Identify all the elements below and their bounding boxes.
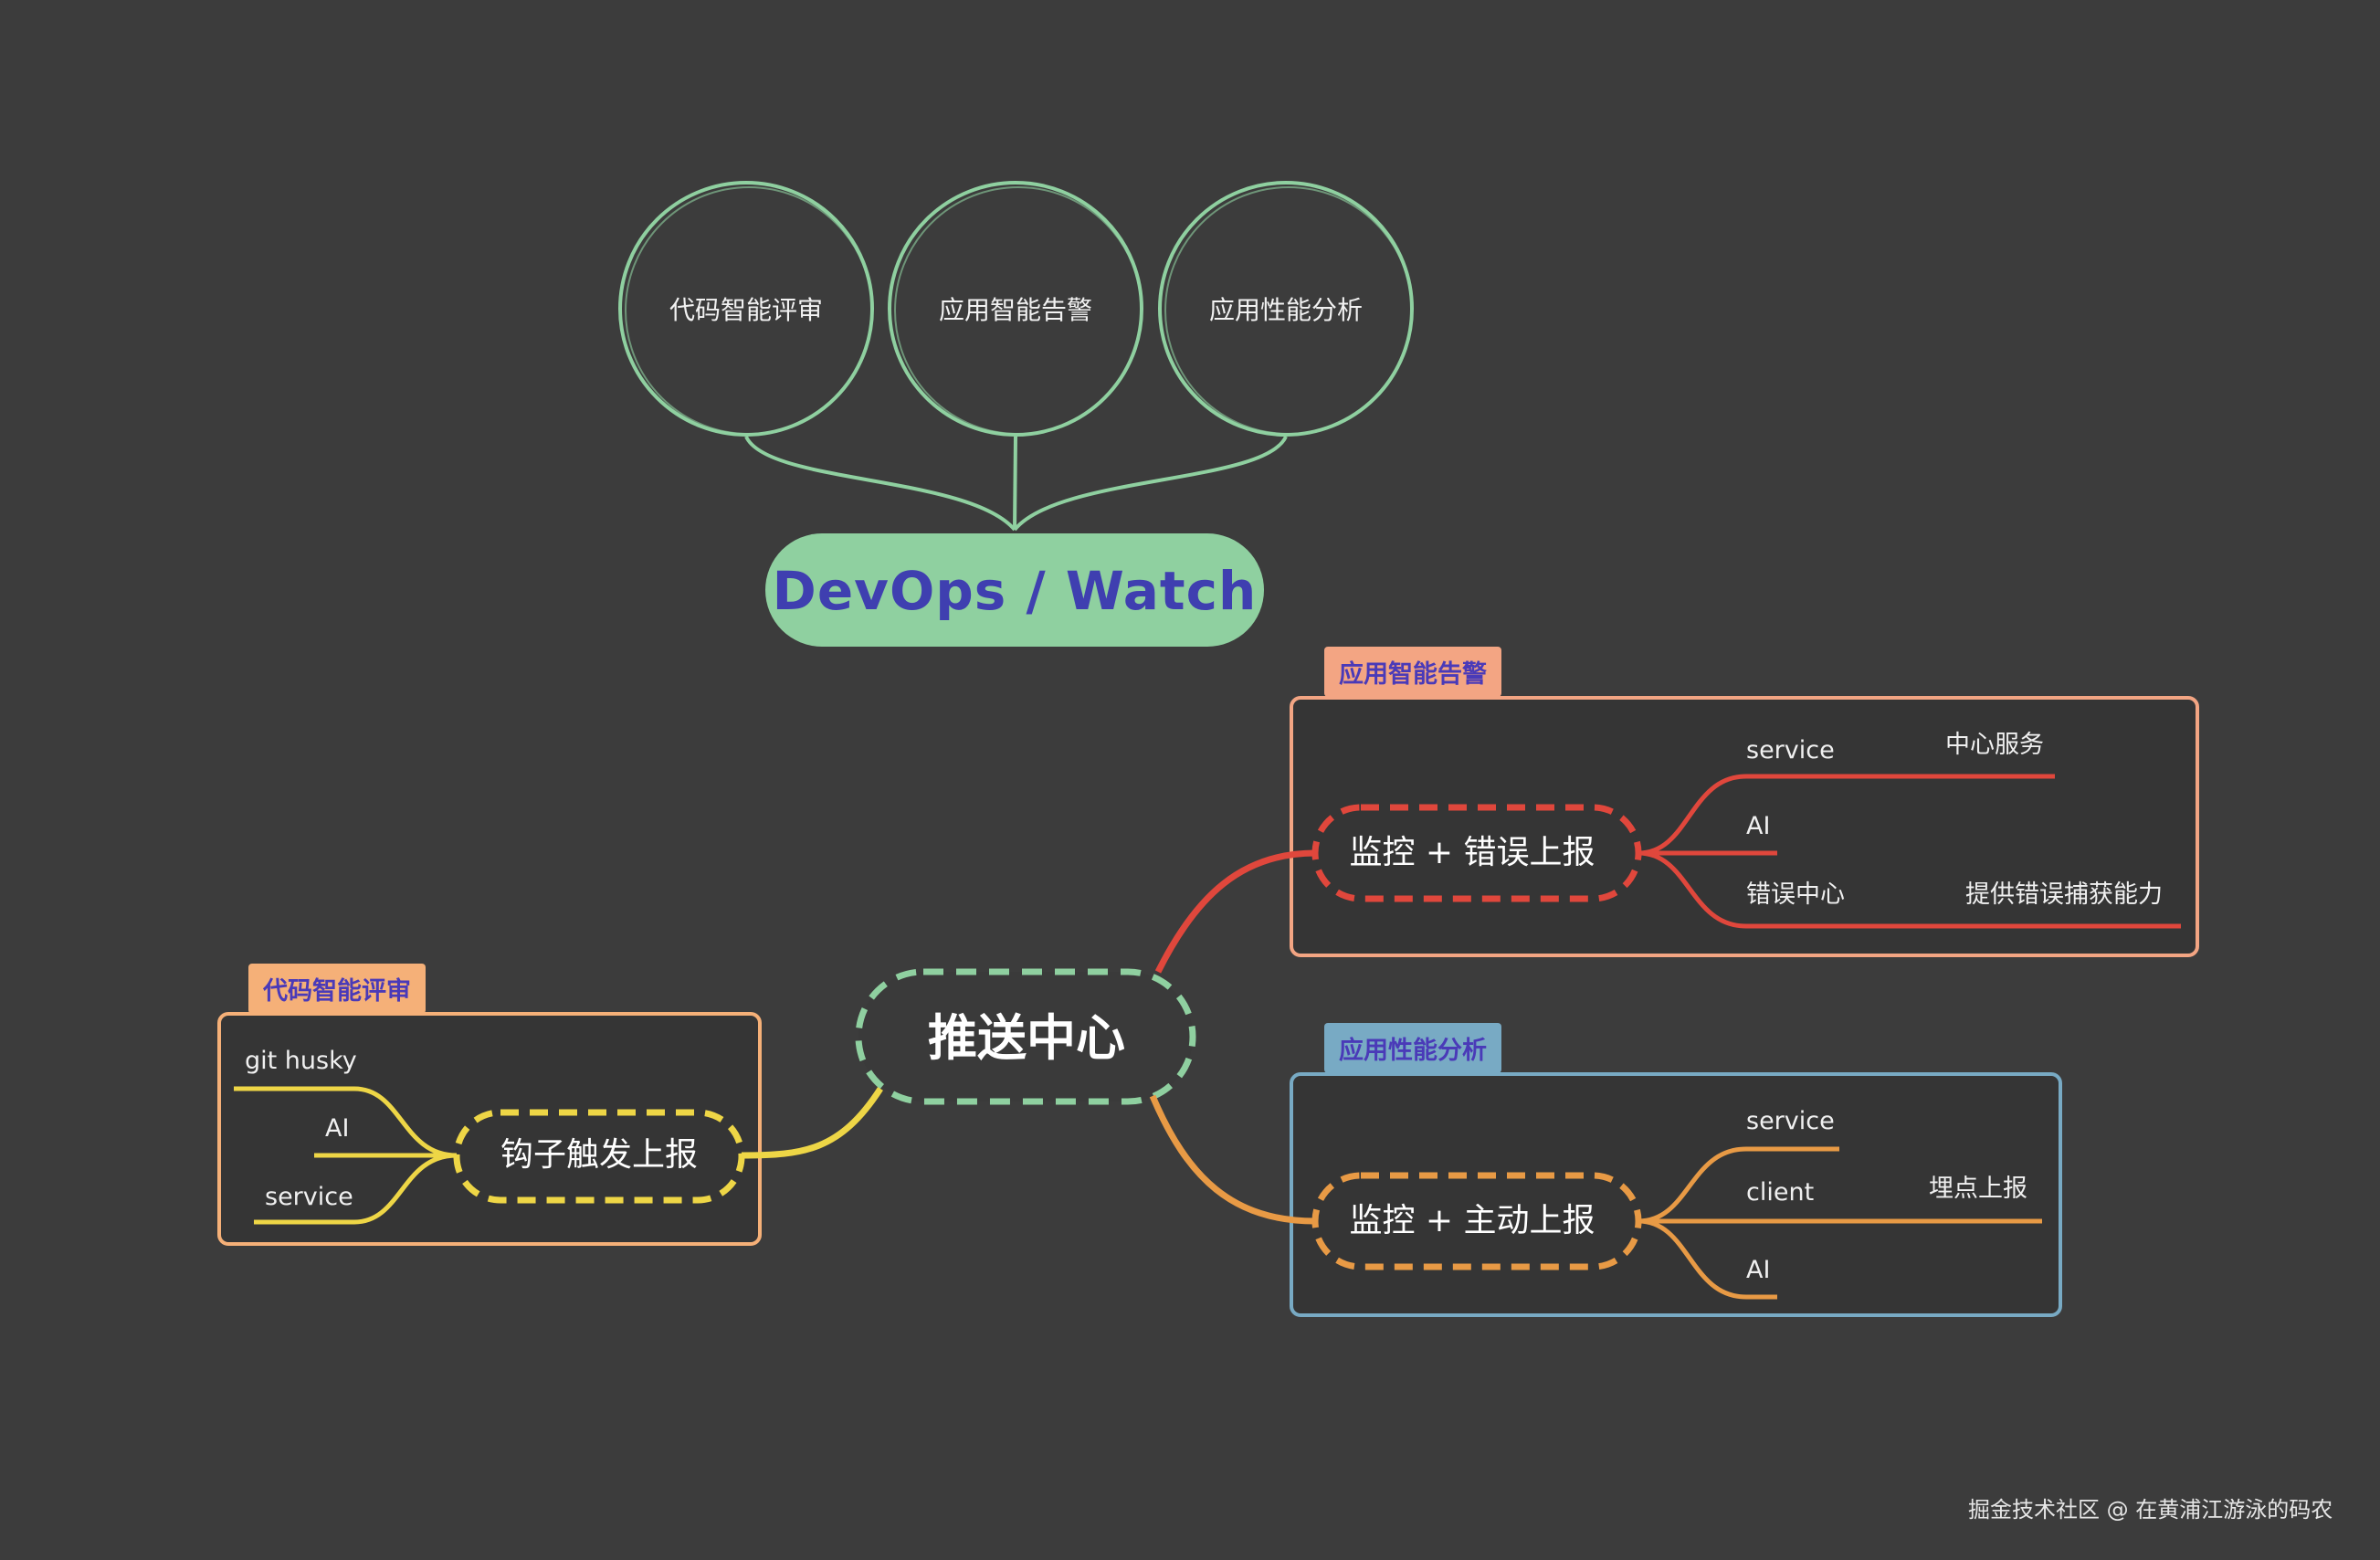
connector-circle-middle <box>1013 436 1017 531</box>
tag-code-review: 代码智能评审 <box>248 964 426 1014</box>
root-label: DevOps / Watch <box>772 560 1258 622</box>
circle-label-smart-alert: 应用智能告警 <box>938 295 1093 325</box>
connector-hub-review <box>741 1087 883 1159</box>
hub-pill <box>855 968 1196 1105</box>
connector-hub-alert <box>1154 849 1316 974</box>
hub-label: 推送中心 <box>928 1009 1125 1067</box>
leaf-alert-ai: AI <box>1746 812 1771 840</box>
tag-performance: 应用性能分析 <box>1324 1023 1501 1073</box>
leaf-review-git-husky: git husky <box>245 1047 357 1075</box>
tag-smart-alert: 应用智能告警 <box>1324 647 1501 697</box>
leaf-alert-error-center: 错误中心 <box>1746 880 1845 909</box>
leaf-perf-client-detail: 埋点上报 <box>1929 1175 2027 1203</box>
leaf-review-ai: AI <box>325 1114 350 1143</box>
node-hook-trigger-report: 钩子触发上报 <box>500 1136 699 1174</box>
circle-label-performance: 应用性能分析 <box>1208 295 1364 325</box>
leaf-alert-service: service <box>1746 736 1835 764</box>
leaf-perf-client: client <box>1746 1178 1815 1207</box>
node-monitor-active-report: 监控 + 主动上报 <box>1349 1202 1595 1239</box>
branch-review-service <box>254 1153 458 1225</box>
branch-alert-error-center <box>1638 850 2181 929</box>
leaf-perf-ai: AI <box>1746 1256 1771 1284</box>
circle-outline-sketch-1 <box>894 186 1143 435</box>
circle-label-code-review: 代码智能评审 <box>669 295 824 325</box>
node-monitor-error-report: 监控 + 错误上报 <box>1349 834 1595 871</box>
branch-perf-service <box>1638 1146 1839 1224</box>
watermark: 掘金技术社区 @ 在黄浦江游泳的码农 <box>1968 1497 2333 1523</box>
connector-circle-left <box>744 436 1016 532</box>
connector-circle-right <box>1013 436 1288 532</box>
leaf-alert-error-center-detail: 提供错误捕获能力 <box>1965 880 2163 909</box>
branch-alert-service <box>1638 774 2055 856</box>
branch-perf-ai <box>1638 1218 1777 1300</box>
branch-review-git-husky <box>234 1086 458 1158</box>
leaf-review-service: service <box>265 1183 353 1211</box>
leaf-perf-service: service <box>1746 1107 1835 1135</box>
circle-outline-sketch-0 <box>625 186 873 435</box>
circle-outline-sketch-2 <box>1164 186 1413 435</box>
root-pill <box>765 533 1264 647</box>
connector-hub-performance <box>1149 1094 1316 1225</box>
leaf-alert-service-detail: 中心服务 <box>1945 731 2044 759</box>
